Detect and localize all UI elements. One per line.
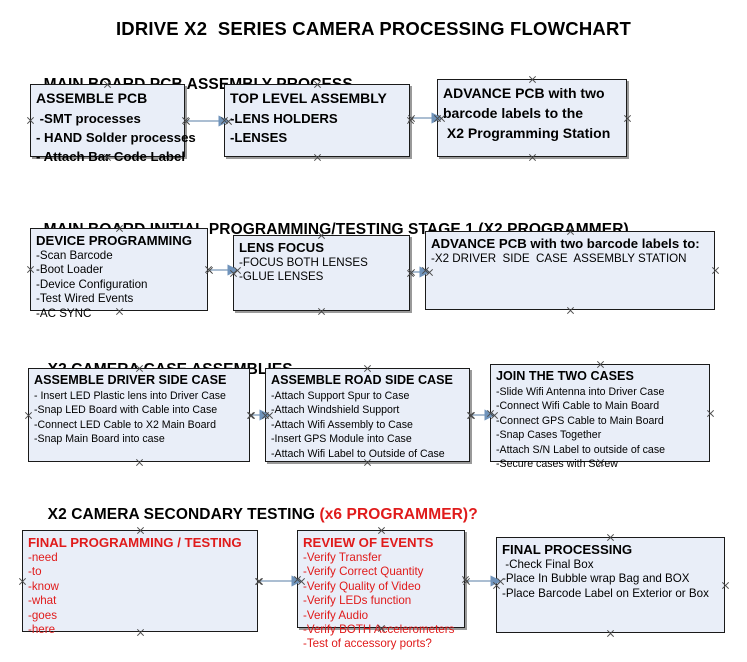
node-line: -Connect LED Cable to X2 Main Board [34,418,216,431]
node-line: -Attach Windshield Support [271,404,400,417]
node-line: -Attach Support Spur to Case [271,390,410,402]
node-line: - HAND Solder processes [36,130,196,145]
node-line: - Insert LED Plastic lens into Driver Ca… [34,390,226,402]
node-line: -Attach Wifi Label to Outside of Case [271,447,445,460]
node-line: -LENS HOLDERS [230,111,338,126]
node-line: -Attach Wifi Assembly to Case [271,418,413,431]
node-title: DEVICE PROGRAMMING [36,233,193,248]
node-line: -Verify Audio [303,608,369,622]
node-line: -Slide Wifi Antenna into Driver Case [496,386,665,398]
node-line: barcode labels to the [443,105,584,121]
node-line: -LENSES [230,130,288,145]
node-line: -Snap Cases Together [496,429,602,442]
node-line: -Test Wired Events [36,292,134,306]
node-line: -Verify LEDs function [303,594,412,608]
node-advance-pcb-to-driver-side-case[interactable]: ADVANCE PCB with two barcode labels to: … [425,231,715,310]
node-line: -Connect Wifi Cable to Main Board [496,400,660,413]
node-line: -Insert GPS Module into Case [271,433,412,446]
node-lens-focus[interactable]: LENS FOCUS -FOCUS BOTH LENSES -GLUE LENS… [233,235,410,311]
node-line: -Verify Quality of Video [303,579,421,593]
node-line: -Snap LED Board with Cable into Case [34,404,218,417]
node-line: -GLUE LENSES [239,270,324,284]
node-line: -need [28,551,58,564]
node-assemble-driver-side-case[interactable]: ASSEMBLE DRIVER SIDE CASE - Insert LED P… [28,368,250,462]
node-line: -to [28,565,42,579]
node-title: FINAL PROGRAMMING / TESTING [28,535,242,550]
node-line: -Verify BOTH Accelerometers [303,623,455,637]
node-line-overflow: -Test of accessory ports? [303,637,432,651]
node-line: -Secure cases with Screw [496,458,618,471]
node-line: -Connect GPS Cable to Main Board [496,414,664,427]
node-line: -Boot Loader [36,263,104,277]
node-join-the-two-cases[interactable]: JOIN THE TWO CASES -Slide Wifi Antenna i… [490,364,710,470]
node-line: -Place Barcode Label on Exterior or Box [502,586,709,600]
node-title: REVIEW OF EVENTS [303,535,434,550]
node-line: - Attach Bar Code Label [36,149,185,164]
node-line: -X2 DRIVER SIDE CASE ASSEMBLY STATION [431,252,687,265]
node-title: LENS FOCUS [239,240,324,255]
section-heading-4-text: X2 CAMERA SECONDARY TESTING [47,506,320,523]
node-title: FINAL PROCESSING [502,542,633,557]
node-line: -Device Configuration [36,277,148,291]
node-assemble-road-side-case[interactable]: ASSEMBLE ROAD SIDE CASE -Attach Support … [265,368,470,462]
node-advance-pcb-to-programming-station[interactable]: ADVANCE PCB with two barcode labels to t… [437,79,627,157]
node-line: -here [28,623,56,637]
node-final-programming-testing[interactable]: FINAL PROGRAMMING / TESTING -need -to -k… [22,530,258,636]
node-final-processing[interactable]: FINAL PROCESSING -Check Final Box -Place… [496,537,725,633]
node-title: TOP LEVEL ASSEMBLY [230,90,387,106]
node-line: -FOCUS BOTH LENSES [239,256,368,269]
node-line: -Verify Correct Quantity [303,565,424,579]
node-title: ASSEMBLE DRIVER SIDE CASE [34,373,227,387]
node-title: JOIN THE TWO CASES [496,369,634,383]
node-line: -Place In Bubble wrap Bag and BOX [502,572,690,586]
node-review-of-events[interactable]: REVIEW OF EVENTS -Verify Transfer -Verif… [297,530,465,650]
node-line: -what [28,594,57,608]
node-top-level-assembly[interactable]: TOP LEVEL ASSEMBLY -LENS HOLDERS -LENSES [224,84,410,157]
section-heading-4-accent: (x6 PROGRAMMER)? [319,506,478,523]
node-line: -AC SYNC [36,306,92,320]
node-line: -goes [28,608,58,622]
node-title: ADVANCE PCB with two [443,85,605,101]
node-line: -know [28,579,59,593]
node-line: -Attach S/N Label to outside of case [496,443,666,456]
node-title: ASSEMBLE PCB [36,90,148,106]
node-assemble-pcb[interactable]: ASSEMBLE PCB -SMT processes - HAND Solde… [30,84,196,164]
node-title: ASSEMBLE ROAD SIDE CASE [271,373,453,387]
page-title: IDRIVE X2 SERIES CAMERA PROCESSING FLOWC… [115,18,632,39]
node-title: ADVANCE PCB with two barcode labels to: [431,236,700,251]
node-line: -SMT processes [36,111,141,126]
section-heading-4: X2 CAMERA SECONDARY TESTING (x6 PROGRAMM… [30,488,478,542]
node-line: -Snap Main Board into case [34,433,165,446]
node-line: X2 Programming Station [443,125,611,141]
node-line: -Scan Barcode [36,249,113,262]
node-line: -Verify Transfer [303,551,382,564]
node-line: -Check Final Box [502,558,594,571]
node-device-programming[interactable]: DEVICE PROGRAMMING -Scan Barcode -Boot L… [30,228,208,320]
